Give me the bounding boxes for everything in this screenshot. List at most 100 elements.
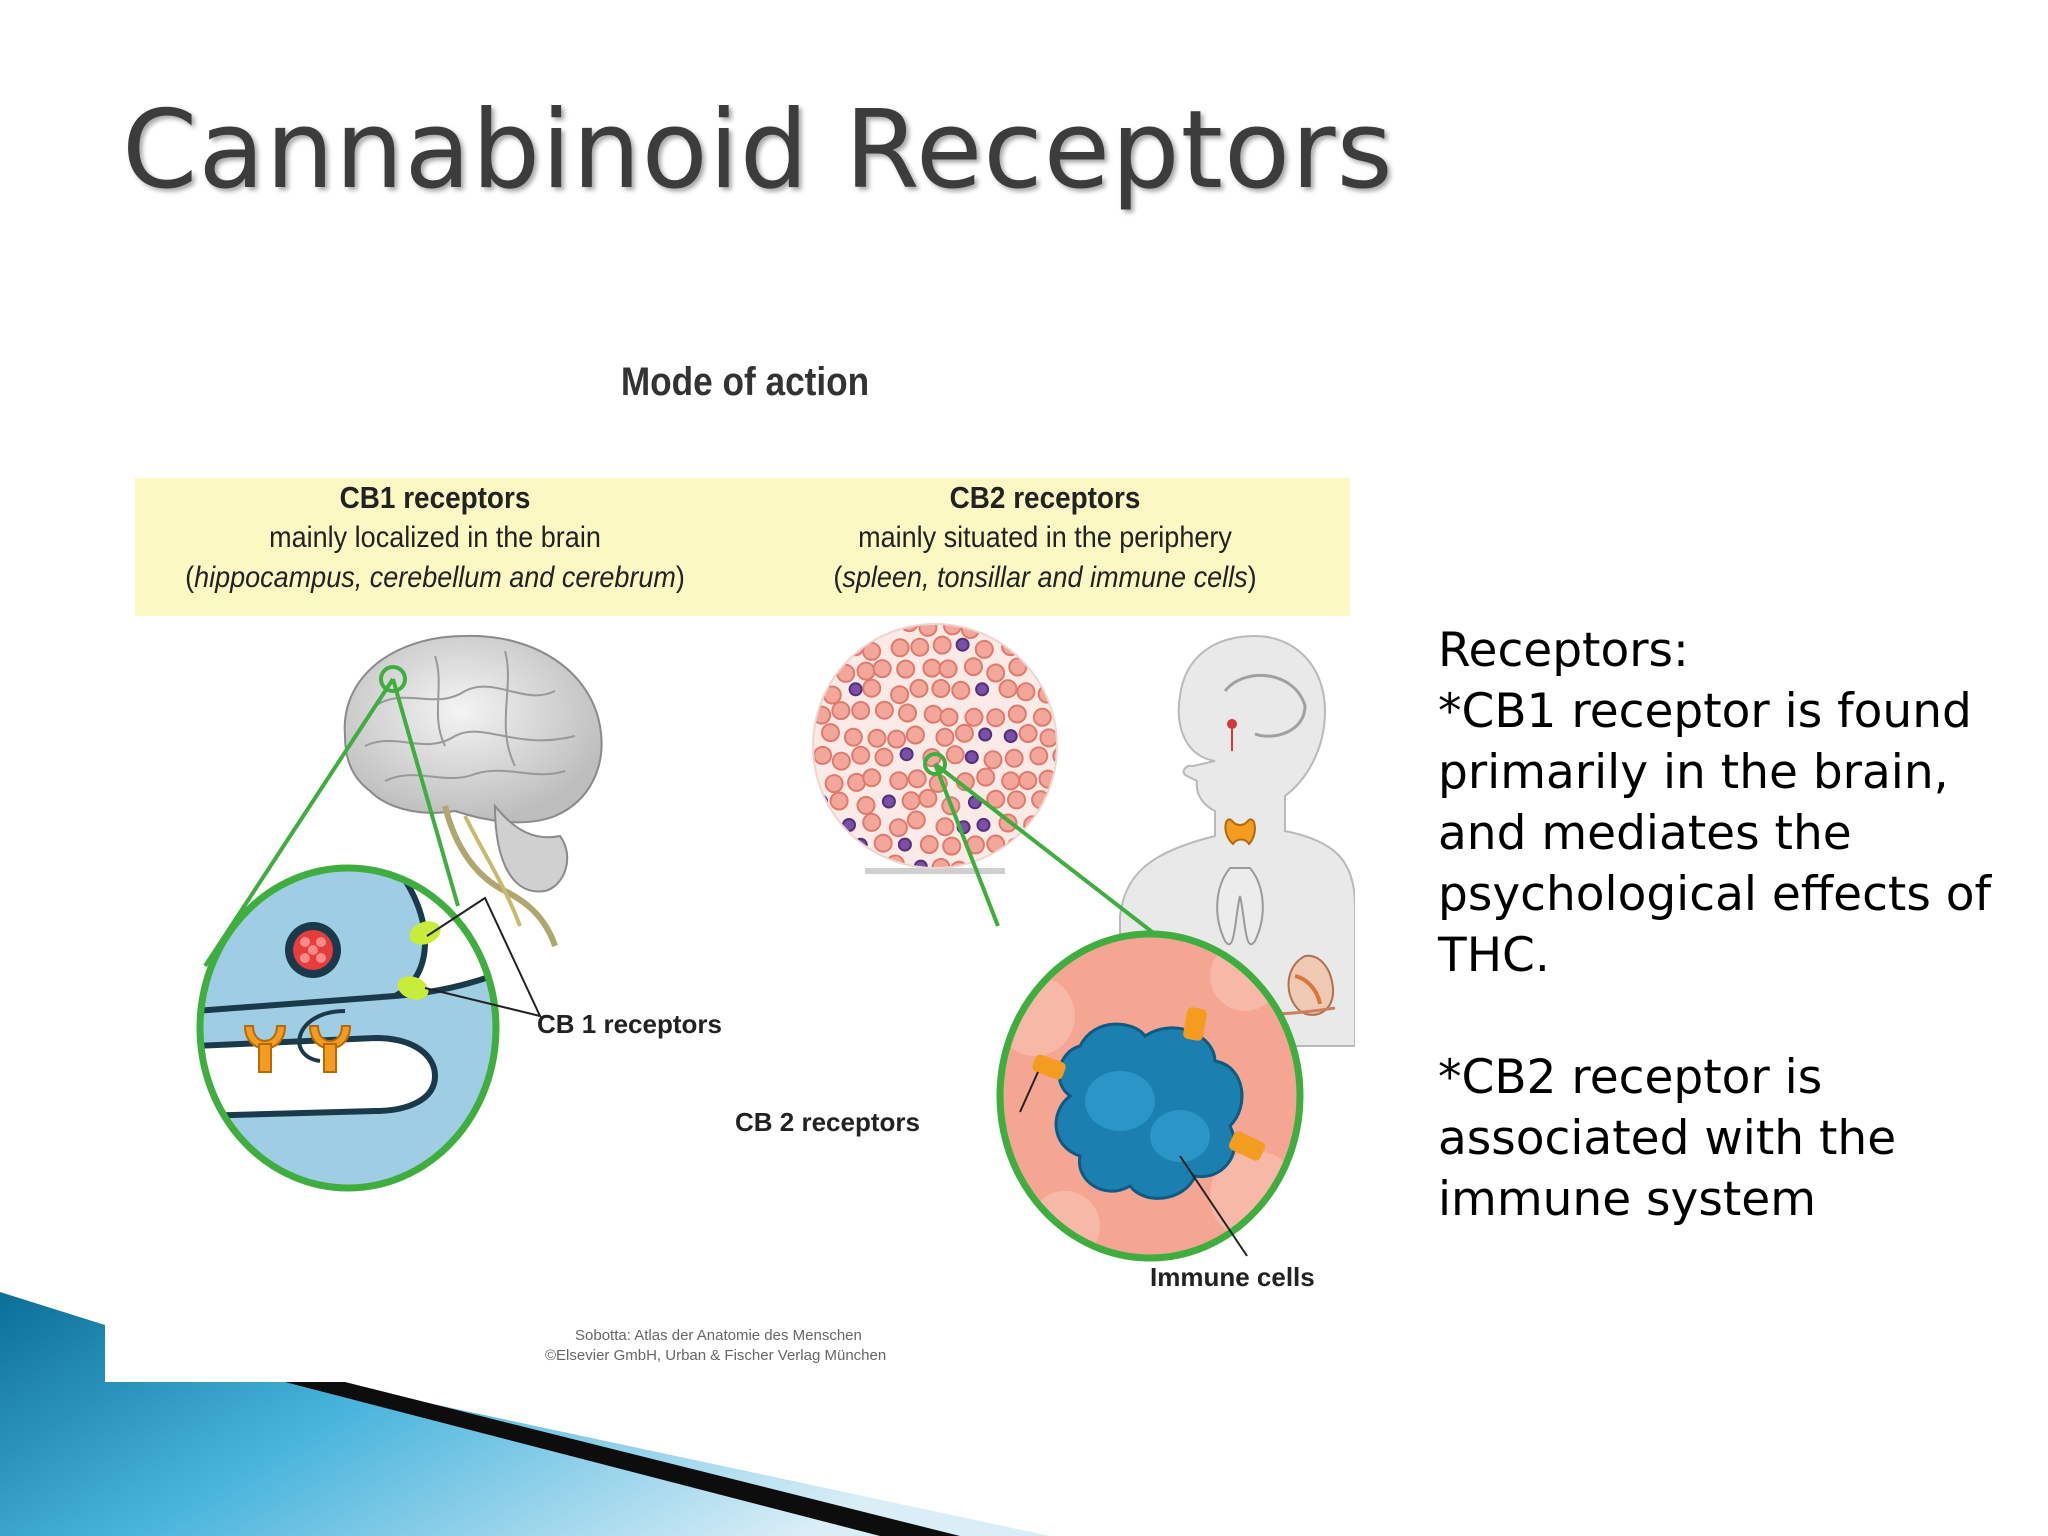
- red-blood-cell: [832, 836, 852, 856]
- blood-cells-illustration: [812, 623, 1083, 874]
- red-blood-cell: [1016, 682, 1036, 702]
- red-blood-cell: [1031, 624, 1051, 634]
- red-blood-cell: [874, 700, 894, 720]
- red-blood-cell: [813, 834, 826, 854]
- red-blood-cell: [887, 729, 907, 749]
- red-blood-cell: [974, 639, 994, 659]
- red-blood-cell: [907, 769, 927, 789]
- red-blood-cell: [901, 791, 921, 811]
- red-blood-cell: [896, 659, 916, 679]
- white-blood-cell: [978, 727, 993, 742]
- red-blood-cell: [845, 855, 865, 868]
- cb2-info: CB2 receptors mainly situated in the per…: [775, 478, 1315, 598]
- red-blood-cell: [931, 679, 951, 698]
- white-blood-cell: [955, 637, 970, 652]
- red-blood-cell: [1066, 682, 1083, 699]
- red-blood-cell: [1049, 662, 1057, 682]
- red-blood-cell: [1008, 657, 1028, 677]
- white-blood-cell: [899, 747, 914, 762]
- white-blood-cell: [848, 682, 863, 697]
- red-blood-cell: [898, 703, 917, 723]
- red-blood-cell: [843, 727, 863, 747]
- red-blood-cell: [867, 728, 887, 748]
- red-blood-cell: [1066, 772, 1083, 789]
- cb2-receptors-label: CB 2 receptors: [735, 1107, 920, 1137]
- white-blood-cell: [1056, 794, 1057, 809]
- white-blood-cell: [1045, 818, 1057, 833]
- figure-heading: Mode of action: [620, 360, 870, 404]
- red-blood-cell: [905, 725, 925, 745]
- slide-title: Cannabinoid Receptors: [122, 88, 1394, 213]
- white-blood-cell: [964, 750, 979, 765]
- cb2-receptor-icon: [1183, 1007, 1207, 1041]
- red-blood-cell: [983, 624, 1003, 636]
- red-blood-cell: [939, 707, 959, 727]
- red-blood-cell: [954, 723, 974, 743]
- red-blood-cell: [1007, 704, 1027, 724]
- red-blood-cell: [1004, 748, 1024, 768]
- receptor-icon: [308, 1025, 352, 1050]
- cb1-receptors-label: CB 1 receptors: [537, 1009, 722, 1039]
- mode-of-action-figure: Mode of action CB1 receptors mainly loca…: [135, 360, 1355, 1380]
- cb1-info: CB1 receptors mainly localized in the br…: [165, 478, 705, 598]
- red-blood-cell: [824, 774, 844, 794]
- red-blood-cell: [1019, 638, 1039, 657]
- red-blood-cell: [938, 659, 958, 679]
- red-blood-cell: [831, 701, 851, 721]
- red-blood-cell: [875, 624, 895, 634]
- notes-heading: Receptors:: [1438, 623, 1689, 678]
- red-blood-cell: [1032, 707, 1052, 727]
- immune-cell-zoom: [996, 930, 1304, 1262]
- cb2-regions: (spleen, tonsillar and immune cells): [775, 558, 1315, 598]
- red-blood-cell: [945, 745, 965, 765]
- red-blood-cell: [1017, 856, 1037, 868]
- red-blood-cell: [922, 658, 942, 678]
- red-blood-cell: [1056, 624, 1057, 636]
- red-blood-cell: [1018, 771, 1038, 790]
- receptor-illustration: CB 1 receptors: [196, 623, 1355, 1364]
- red-blood-cell: [935, 727, 955, 747]
- cb1-regions-text: hippocampus, cerebellum and cerebrum: [194, 561, 676, 594]
- red-blood-cell: [821, 637, 841, 657]
- red-blood-cell: [862, 678, 882, 698]
- cb1-location: mainly localized in the brain: [269, 521, 601, 554]
- figure-credit-line-1: Sobotta: Atlas der Anatomie des Menschen: [575, 1327, 862, 1344]
- red-blood-cell: [851, 624, 871, 639]
- red-blood-cell: [935, 817, 955, 837]
- red-blood-cell: [942, 836, 962, 856]
- cb2-title: CB2 receptors: [949, 480, 1141, 515]
- cb2-receptor-icon: [1229, 1131, 1265, 1161]
- red-blood-cell: [1052, 746, 1057, 766]
- paren-open: (: [185, 561, 195, 594]
- receptor-info-band: CB1 receptors mainly localized in the br…: [135, 478, 1350, 616]
- red-blood-cell: [1062, 641, 1079, 658]
- red-blood-cell: [873, 833, 893, 853]
- red-blood-cell: [1063, 813, 1080, 830]
- red-blood-cell: [813, 745, 833, 765]
- red-blood-cell: [1007, 790, 1026, 810]
- red-blood-cell: [862, 768, 882, 788]
- red-blood-cell: [906, 810, 926, 830]
- red-blood-cell: [998, 679, 1018, 699]
- red-blood-cell: [1001, 771, 1021, 791]
- red-blood-cell: [986, 789, 1006, 809]
- red-blood-cell: [823, 860, 843, 868]
- white-blood-cell: [975, 682, 990, 697]
- red-blood-cell: [986, 834, 1006, 854]
- notes-cb2: *CB2 receptor is associated with the imm…: [1438, 1050, 1897, 1227]
- red-blood-cell: [923, 704, 943, 724]
- white-blood-cell: [1003, 729, 1018, 744]
- red-blood-cell: [831, 751, 851, 771]
- white-blood-cell: [897, 837, 912, 852]
- red-blood-cell: [1018, 724, 1038, 743]
- red-blood-cell: [856, 661, 876, 681]
- cb2-receptor-icon: [1032, 1054, 1066, 1080]
- white-blood-cell: [881, 794, 896, 809]
- red-blood-cell: [1052, 835, 1057, 855]
- paren-close: ): [1247, 561, 1257, 594]
- red-blood-cell: [874, 747, 894, 767]
- red-blood-cell: [964, 707, 984, 727]
- brain-illustration: [343, 634, 603, 948]
- figure-credit-line-2: ©Elsevier GmbH, Urban & Fischer Verlag M…: [545, 1347, 886, 1364]
